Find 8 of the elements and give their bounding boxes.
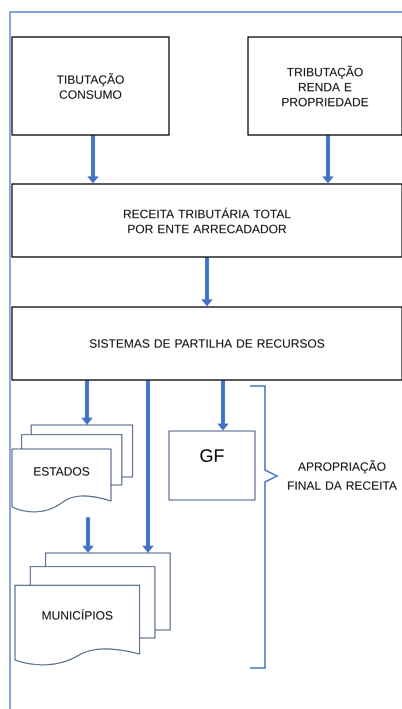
document-stack: MUNICÍPIOS [14,552,171,666]
process-box: GF [168,430,256,500]
document-stack: ESTADOS [12,424,133,512]
bracket-label: APROPRIAÇÃO FINAL DA RECEITA [288,460,397,490]
process-box: TRIBUTAÇÃO RENDA E PROPRIEDADE [247,36,402,136]
process-box: SISTEMAS DE PARTILHA DE RECURSOS [11,306,402,381]
process-box: RECEITA TRIBUTÁRIA TOTAL POR ENTE ARRECADADOR [11,183,402,258]
process-box: TIBUTAÇÃO CONSUMO [11,36,170,136]
